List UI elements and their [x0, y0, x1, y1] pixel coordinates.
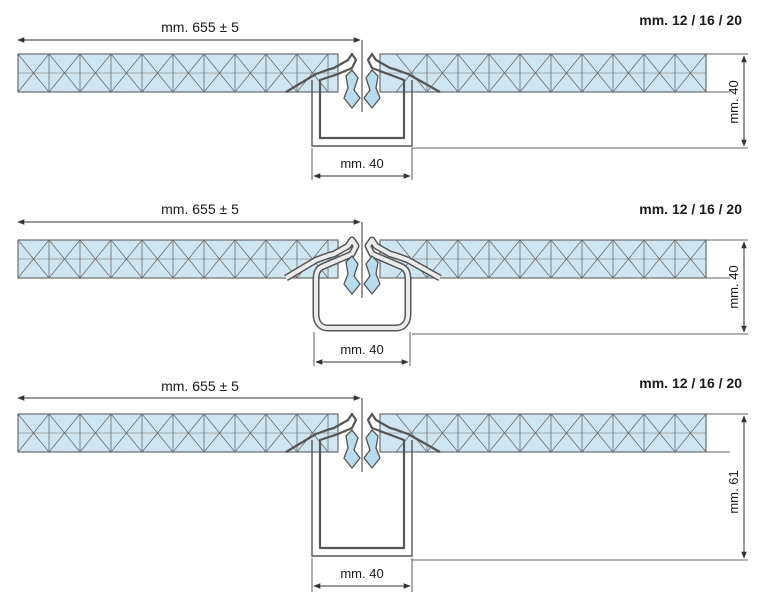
left-polycarbonate-panel	[17, 53, 339, 93]
aluminium-profile-core	[284, 238, 441, 330]
panel-webs	[380, 413, 707, 453]
depth-label: mm. 40	[726, 80, 741, 123]
panel-webs	[17, 413, 338, 453]
rubber-seal	[343, 429, 381, 469]
rubber-seal	[343, 255, 381, 295]
right-polycarbonate-panel	[379, 53, 707, 93]
aluminium-profile	[285, 52, 441, 140]
base-label: mm. 40	[340, 342, 383, 357]
profile-section-2: mm. 655 ± 5 mm. 12 / 16 / 20 mm. 40 mm. …	[17, 201, 748, 366]
rubber-seal	[343, 69, 381, 109]
left-polycarbonate-panel	[17, 413, 339, 453]
panel-webs	[17, 239, 338, 279]
base-label: mm. 40	[340, 156, 383, 171]
thickness-label: mm. 12 / 16 / 20	[639, 375, 742, 391]
profile-section-1: mm. 655 ± 5 mm. 12 / 16 / 20 mm. 40 mm. …	[17, 12, 748, 180]
width-label: mm. 655 ± 5	[161, 378, 239, 394]
profile-section-3: mm. 655 ± 5 mm. 12 / 16 / 20 mm. 61 mm. …	[17, 375, 748, 592]
depth-label: mm. 40	[726, 265, 741, 308]
panel-webs	[380, 239, 707, 279]
thickness-label: mm. 12 / 16 / 20	[639, 201, 742, 217]
aluminium-profile-inner	[311, 440, 413, 557]
depth-label: mm. 61	[726, 470, 741, 513]
panel-webs	[17, 53, 338, 93]
base-label: mm. 40	[340, 566, 383, 581]
aluminium-profile	[285, 412, 441, 550]
aluminium-profile-inner	[311, 80, 413, 147]
thickness-label: mm. 12 / 16 / 20	[639, 12, 742, 28]
left-polycarbonate-panel	[17, 239, 339, 279]
right-polycarbonate-panel	[379, 413, 707, 453]
width-label: mm. 655 ± 5	[161, 201, 239, 217]
width-label: mm. 655 ± 5	[161, 19, 239, 35]
panel-webs	[380, 53, 707, 93]
